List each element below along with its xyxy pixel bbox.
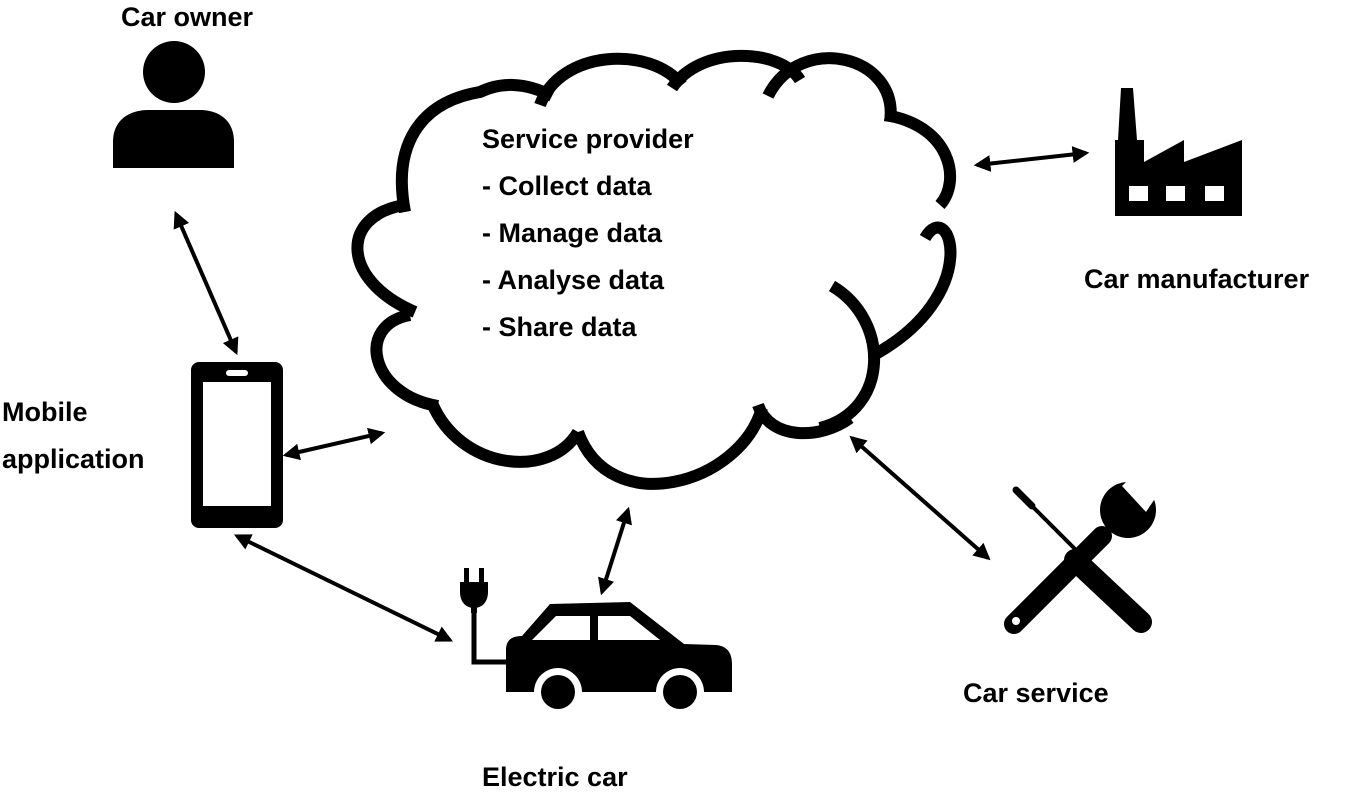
mobile-application-label-line1: Mobile	[2, 397, 88, 427]
car-manufacturer-label: Car manufacturer	[1084, 264, 1310, 294]
electric-car-icon	[460, 568, 732, 716]
service-provider-item: - Collect data	[482, 171, 652, 201]
arrow-owner-mobile	[173, 210, 239, 356]
arrow-cloud-manufacturer	[973, 146, 1090, 172]
arrow-cloud-service	[849, 435, 991, 561]
factory-icon	[1115, 88, 1242, 216]
car-service-label: Car service	[963, 678, 1109, 708]
electric-car-label: Electric car	[482, 762, 628, 792]
person-icon	[113, 41, 234, 168]
service-provider-title: Service provider	[482, 124, 694, 154]
arrow-mobile-cloud	[282, 427, 386, 461]
arrow-mobile-car	[233, 534, 454, 642]
tools-icon	[1004, 466, 1162, 634]
mobile-application-label-line2: application	[2, 444, 145, 474]
service-provider-item: - Analyse data	[482, 265, 665, 295]
car-owner-label: Car owner	[121, 2, 254, 32]
cloud-icon	[351, 49, 957, 490]
service-provider-item: - Manage data	[482, 218, 663, 248]
arrow-car-cloud	[598, 506, 632, 596]
smartphone-icon	[191, 362, 283, 528]
service-provider-item: - Share data	[482, 312, 637, 342]
service-provider-text: Service provider - Collect data - Manage…	[482, 124, 694, 359]
